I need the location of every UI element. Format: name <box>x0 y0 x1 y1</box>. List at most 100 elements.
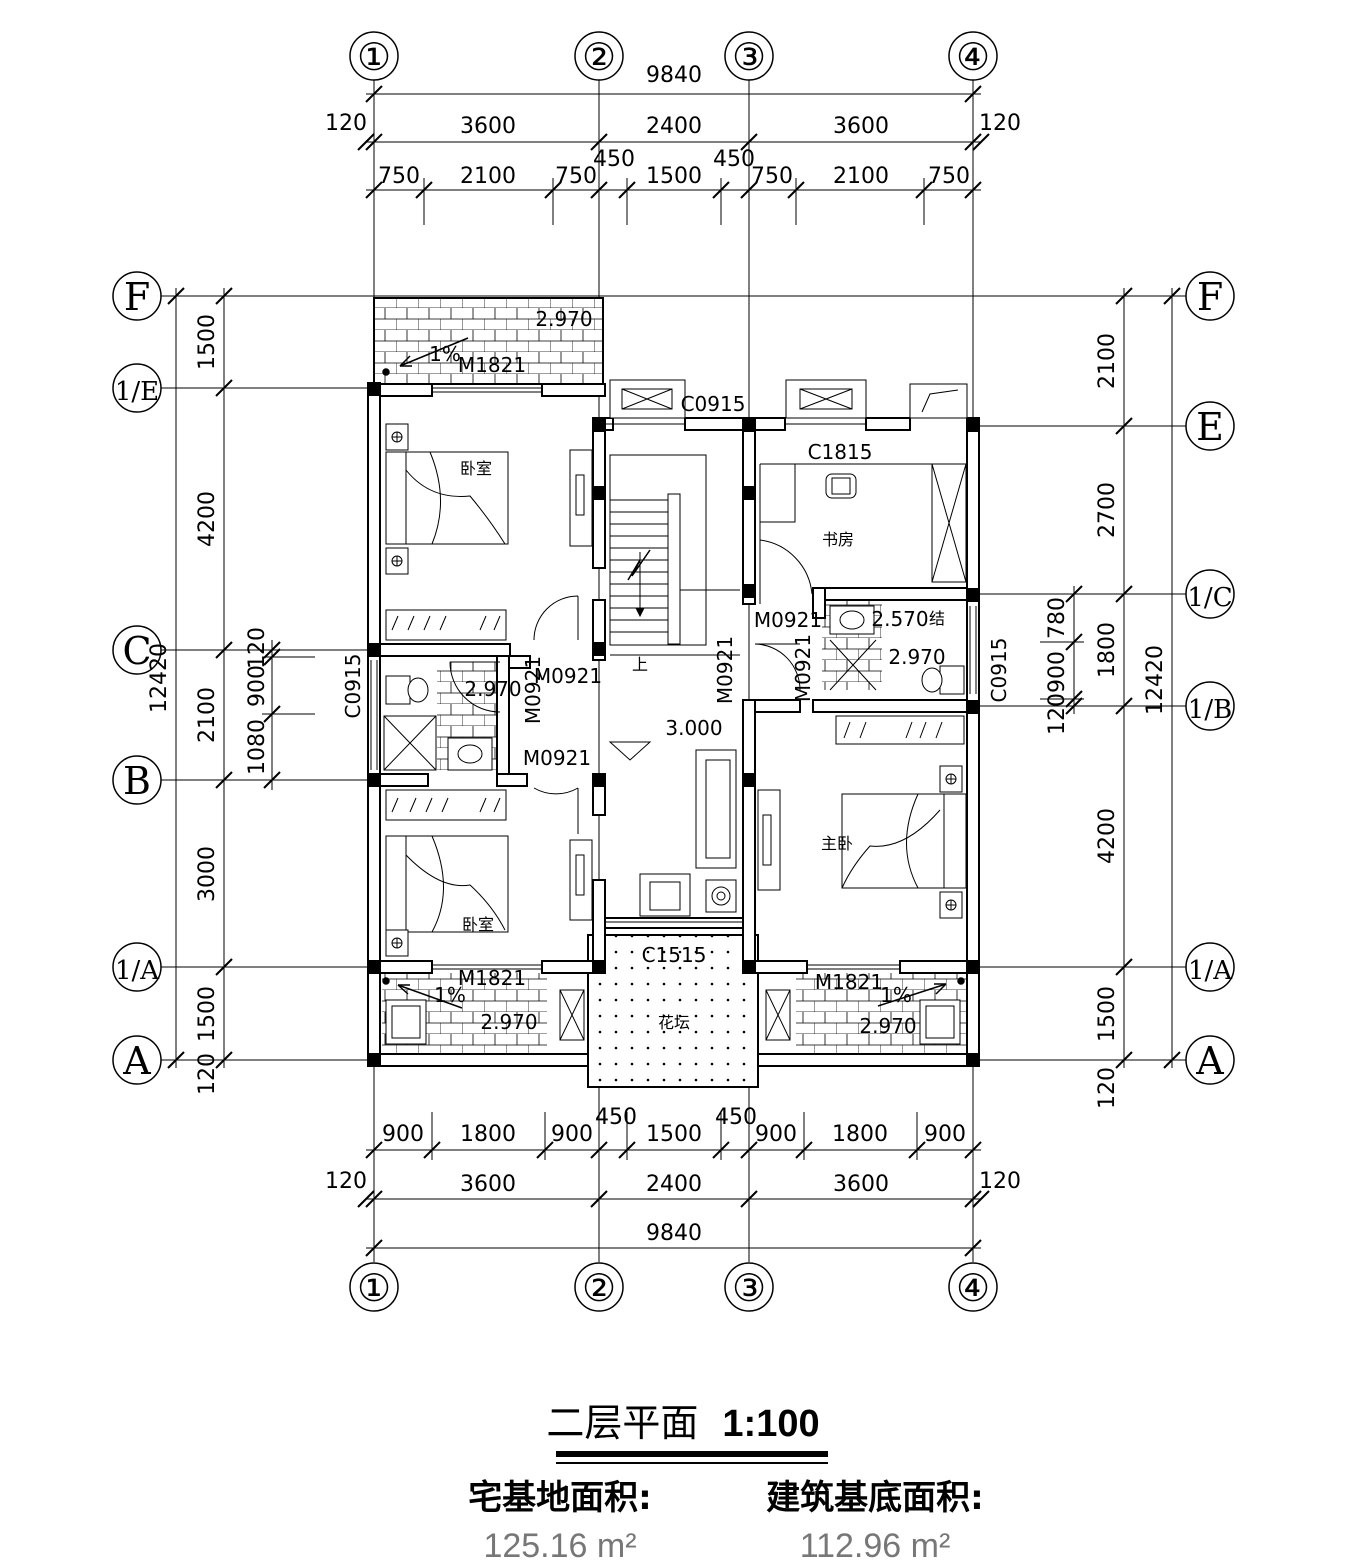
site-area-value: 125.16 m² <box>483 1527 637 1565</box>
axis-bubble-2-top: ② <box>574 31 624 81</box>
axis-bubble-1C-right: 1/C <box>1185 569 1235 619</box>
axis-bubble-1-top: ① <box>349 31 399 81</box>
top-balcony-floor <box>373 297 604 385</box>
landing-mark <box>608 741 652 761</box>
dim-label: 4200 <box>195 491 220 547</box>
axis-bubble-2-bottom: ② <box>574 1262 624 1312</box>
site-area-block: 宅基地面积: 125.16 m² <box>430 1470 690 1566</box>
dim-label: 780 <box>1045 597 1070 639</box>
wardrobe-icon <box>835 715 965 745</box>
flower-bed-area <box>587 934 759 1088</box>
dim-label: 120 <box>1095 1067 1120 1109</box>
dim-label: 1500 <box>195 314 220 370</box>
axis-label: 1/C <box>1187 583 1232 613</box>
axis-bubble-F-left: F <box>112 271 162 321</box>
axis-label: E <box>1196 405 1224 449</box>
dim-label: 1500 <box>1095 986 1120 1042</box>
dim-label: 1800 <box>460 1122 516 1147</box>
dim-left-total: 12420 <box>147 643 172 713</box>
dim-label: 900 <box>924 1122 966 1147</box>
building-area-value: 112.96 m² <box>799 1527 951 1565</box>
axis-bubble-1B-right: 1/B <box>1185 681 1235 731</box>
axis-label: F <box>1197 275 1223 319</box>
plan-labels: 2.970 1% M1821 C0915 C1815 M0921 2.570 结… <box>341 307 1011 1038</box>
room-label-master-bedroom: 主卧 <box>821 834 853 853</box>
axis-label: ④ <box>956 35 990 79</box>
axis-label: A <box>1195 1039 1224 1083</box>
building-area-label: 建筑基底面积: <box>766 1478 984 1518</box>
dim-label: 2100 <box>1095 333 1120 389</box>
dim-label: 1500 <box>195 986 220 1042</box>
axis-label: A <box>122 1039 151 1083</box>
door-tag: M0921 <box>521 656 545 724</box>
dim-label: 120 <box>245 627 270 669</box>
axis-label: ③ <box>732 35 766 79</box>
door-tag: M0921 <box>754 608 822 632</box>
axis-bubble-A-left: A <box>112 1035 162 1085</box>
axis-bubble-1E-left: 1/E <box>112 363 162 413</box>
dim-label: 2700 <box>1095 482 1120 538</box>
slope-label: 1% <box>880 983 912 1007</box>
elevation-label: 2.570 <box>871 607 928 631</box>
axis-bubble-3-top: ③ <box>724 31 774 81</box>
dim-bottom-total: 9840 <box>646 1221 702 1246</box>
toilet-icon <box>939 665 965 695</box>
dim-label: 900 <box>1045 651 1070 693</box>
dim-label: 2400 <box>646 114 702 139</box>
dim-label: 3600 <box>460 1172 516 1197</box>
axis-bubble-C-left: C <box>112 625 162 675</box>
dim-label: 4200 <box>1095 808 1120 864</box>
wardrobe-icon <box>385 789 507 821</box>
slope-label: 1% <box>429 342 461 366</box>
dim-label: 900 <box>755 1122 797 1147</box>
dim-label: 120 <box>979 111 1021 136</box>
dim-label: 120 <box>325 1169 367 1194</box>
drawing-scale: 1:100 <box>722 1403 820 1445</box>
dim-label: 450 <box>593 147 635 172</box>
room-label-bedroom: 卧室 <box>462 915 494 934</box>
axis-label: F <box>124 275 150 319</box>
dim-label: 1800 <box>1095 622 1120 678</box>
door-tag: M0921 <box>713 636 737 704</box>
dim-label: 1080 <box>245 719 270 775</box>
drawing-title-name: 二层平面 <box>546 1401 699 1445</box>
staircase <box>608 454 740 761</box>
axis-bubble-A-right: A <box>1185 1035 1235 1085</box>
door-tag: M0921 <box>523 746 591 770</box>
axis-label: ② <box>582 35 616 79</box>
dim-label: 3000 <box>195 846 220 902</box>
axis-label: ② <box>582 1266 616 1310</box>
axis-bubble-E-right: E <box>1185 401 1235 451</box>
elevation-label: 2.970 <box>480 1010 537 1034</box>
dim-label: 900 <box>551 1122 593 1147</box>
columns <box>367 382 980 1067</box>
axis-bubble-B-left: B <box>112 755 162 805</box>
axis-bubble-3-bottom: ③ <box>724 1262 774 1312</box>
door-tag: M1821 <box>458 353 526 377</box>
dim-label: 120 <box>1045 693 1070 735</box>
axis-bubble-1-bottom: ① <box>349 1262 399 1312</box>
structure-mark: 结 <box>929 609 945 628</box>
dim-label: 2100 <box>195 687 220 743</box>
dim-label: 120 <box>979 1169 1021 1194</box>
door-tag: M0921 <box>534 664 602 688</box>
room-label-flower-bed: 花坛 <box>658 1013 690 1032</box>
dim-label: 450 <box>713 147 755 172</box>
building-area-block: 建筑基底面积: 112.96 m² <box>730 1470 1020 1566</box>
window-tag: C1515 <box>642 943 707 967</box>
room-label-study: 书房 <box>822 530 854 549</box>
axis-label: ① <box>357 35 391 79</box>
dim-label: 2100 <box>833 164 889 189</box>
elevation-label: 2.970 <box>859 1014 916 1038</box>
dim-label: 1800 <box>832 1122 888 1147</box>
floor-plan-drawing: ① ② ③ ④ ① ② ③ ④ F 1/E C B 1/A A F E 1/C … <box>112 31 1235 1312</box>
axis-bubbles-bottom: ① ② ③ ④ <box>349 1262 998 1312</box>
axis-label: ③ <box>732 1266 766 1310</box>
dim-label: 3600 <box>833 114 889 139</box>
dim-label: 1500 <box>646 164 702 189</box>
axis-label: 1/A <box>1188 956 1233 986</box>
axis-label: C <box>122 629 151 673</box>
drawing-title: 二层平面 1:100 <box>0 1392 1366 1447</box>
room-label-bedroom: 卧室 <box>460 459 492 478</box>
site-area-label: 宅基地面积: <box>468 1478 652 1518</box>
